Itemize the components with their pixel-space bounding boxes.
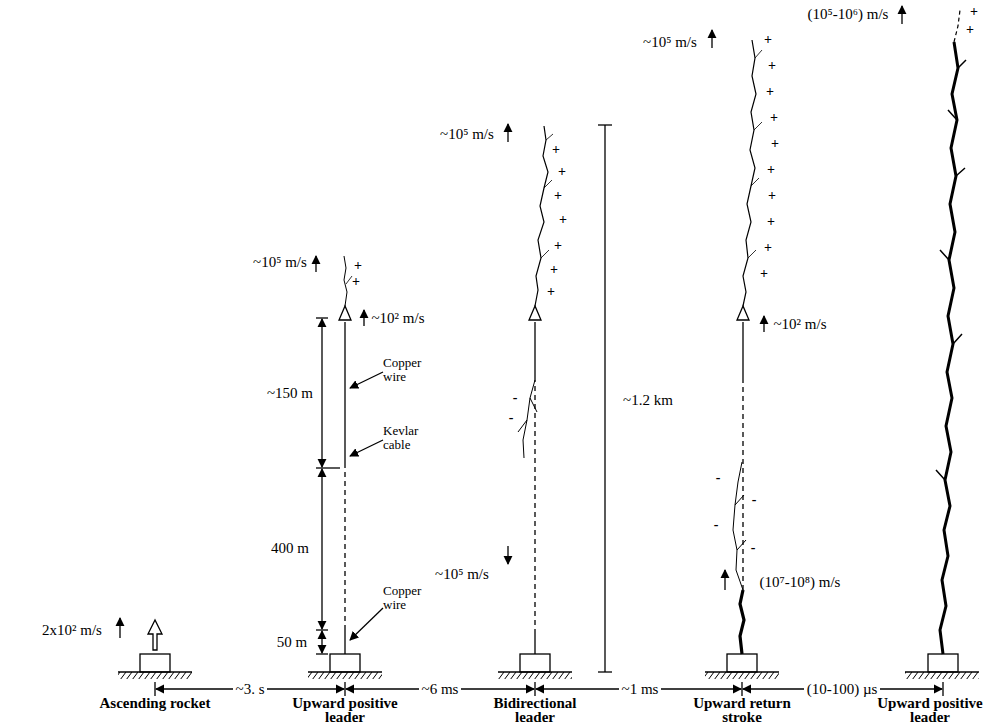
velocity-label: ~10⁵ m/s [440,126,494,142]
charge-sign: + [768,189,776,203]
velocity-label: ~10² m/s [773,316,826,332]
charge-sign: + [552,143,560,157]
charge-sign: + [764,241,772,255]
velocity-label: ~10⁵ m/s [435,566,489,582]
charge-sign: + [770,111,778,125]
charge-sign: + [547,285,555,299]
charge-sign: + [554,239,562,253]
charge-sign: - [509,411,514,425]
charge-sign: + [558,165,566,179]
stage-label: Ascending rocket [94,696,216,710]
part-label: Copper wire [383,356,433,384]
charge-sign: + [352,275,360,289]
stage-label: Upward positive leader [869,696,991,724]
charge-sign: - [751,541,756,555]
dimension-label: ~1.2 km [623,392,673,408]
charge-sign: + [767,215,775,229]
dimension-label: 400 m [268,540,312,556]
charge-sign: + [554,189,562,203]
velocity-label: ~10² m/s [371,310,424,326]
bidirectional-leader [508,124,612,672]
stage-label: Upward positive leader [284,696,406,724]
dimension-label: ~150 m [264,385,316,401]
charge-sign: + [970,5,978,19]
velocity-label: (10⁵-10⁶) m/s [808,6,889,22]
stage-label: Upward return stroke [681,696,803,724]
charge-sign: + [550,263,558,277]
charge-sign: + [966,23,974,37]
interval-label: ~6 ms [419,681,462,697]
charge-sign: - [714,518,719,532]
timeline [155,682,943,696]
ground [118,654,979,679]
dimension-label: 50 m [274,634,310,650]
rocket [148,620,162,650]
charge-sign: + [766,85,774,99]
charge-sign: - [513,391,518,405]
charge-sign: + [559,213,567,227]
return-stroke [712,30,764,654]
charge-sign: + [760,267,768,281]
velocity-label: (10⁷-10⁸) m/s [760,574,841,590]
velocity-label: ~10⁵ m/s [253,254,307,270]
charge-sign: + [768,59,776,73]
part-label: Copper wire [383,584,433,612]
charge-sign: - [716,471,721,485]
stage-label: Bidirectional leader [474,696,596,724]
interval-label: (10-100) µs [804,681,881,697]
positive-leader-channel [902,6,966,654]
interval-label: ~1 ms [619,681,662,697]
part-label: Kevlar cable [383,424,433,452]
velocity-label: ~10⁵ m/s [643,34,697,50]
interval-label: ~3. s [233,681,268,697]
charge-sign: + [354,259,362,273]
charge-sign: + [771,137,779,151]
charge-sign: - [752,493,757,507]
charge-sign: + [764,33,772,47]
charge-sign: + [767,163,775,177]
velocity-label: 2x10² m/s [42,622,102,638]
